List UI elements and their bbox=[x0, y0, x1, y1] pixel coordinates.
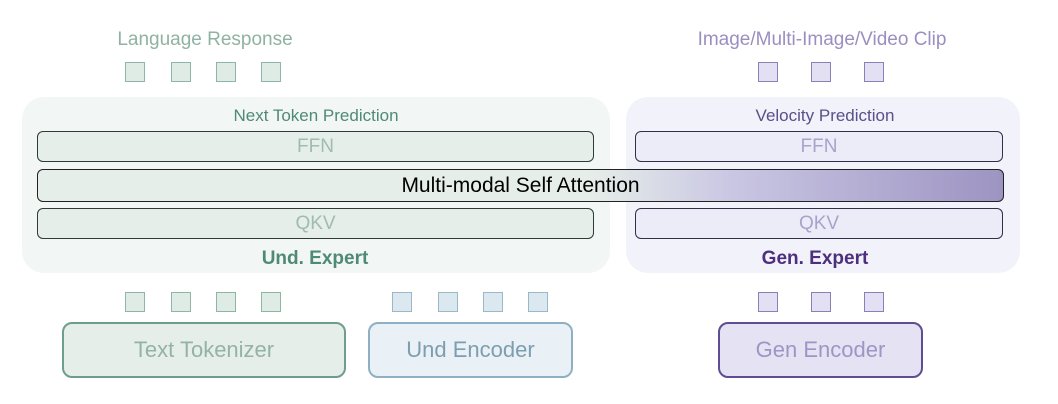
language-token bbox=[261, 62, 281, 82]
und-expert-label: Und. Expert bbox=[261, 248, 369, 269]
gen-ffn-block: FFN bbox=[635, 131, 1003, 162]
velocity-prediction-label: Velocity Prediction bbox=[755, 106, 895, 125]
language-token bbox=[171, 62, 191, 82]
text-token bbox=[261, 292, 281, 312]
gen-token bbox=[758, 292, 778, 312]
und-token bbox=[483, 292, 503, 312]
text-token bbox=[216, 292, 236, 312]
text-token bbox=[171, 292, 191, 312]
language-response-label: Language Response bbox=[117, 29, 293, 50]
language-token bbox=[125, 62, 145, 82]
image-token bbox=[864, 62, 884, 82]
next-token-prediction-label: Next Token Prediction bbox=[233, 106, 399, 125]
und-token bbox=[392, 292, 412, 312]
text-tokenizer-box: Text Tokenizer bbox=[62, 322, 346, 378]
language-token bbox=[216, 62, 236, 82]
und-qkv-block: QKV bbox=[37, 208, 594, 239]
gen-token bbox=[811, 292, 831, 312]
und-token bbox=[528, 292, 548, 312]
image-token bbox=[758, 62, 778, 82]
gen-token bbox=[864, 292, 884, 312]
image-output-label: Image/Multi-Image/Video Clip bbox=[697, 29, 947, 50]
attention-label: Multi-modal Self Attention bbox=[401, 173, 640, 197]
gen-encoder-box: Gen Encoder bbox=[718, 322, 923, 378]
und-ffn-block: FFN bbox=[37, 131, 594, 162]
text-token bbox=[125, 292, 145, 312]
und-encoder-box: Und Encoder bbox=[368, 322, 573, 378]
multimodal-self-attention-block: Multi-modal Self Attention bbox=[37, 169, 1004, 202]
und-token bbox=[438, 292, 458, 312]
gen-qkv-block: QKV bbox=[635, 208, 1003, 239]
gen-expert-label: Gen. Expert bbox=[761, 248, 869, 269]
image-token bbox=[811, 62, 831, 82]
